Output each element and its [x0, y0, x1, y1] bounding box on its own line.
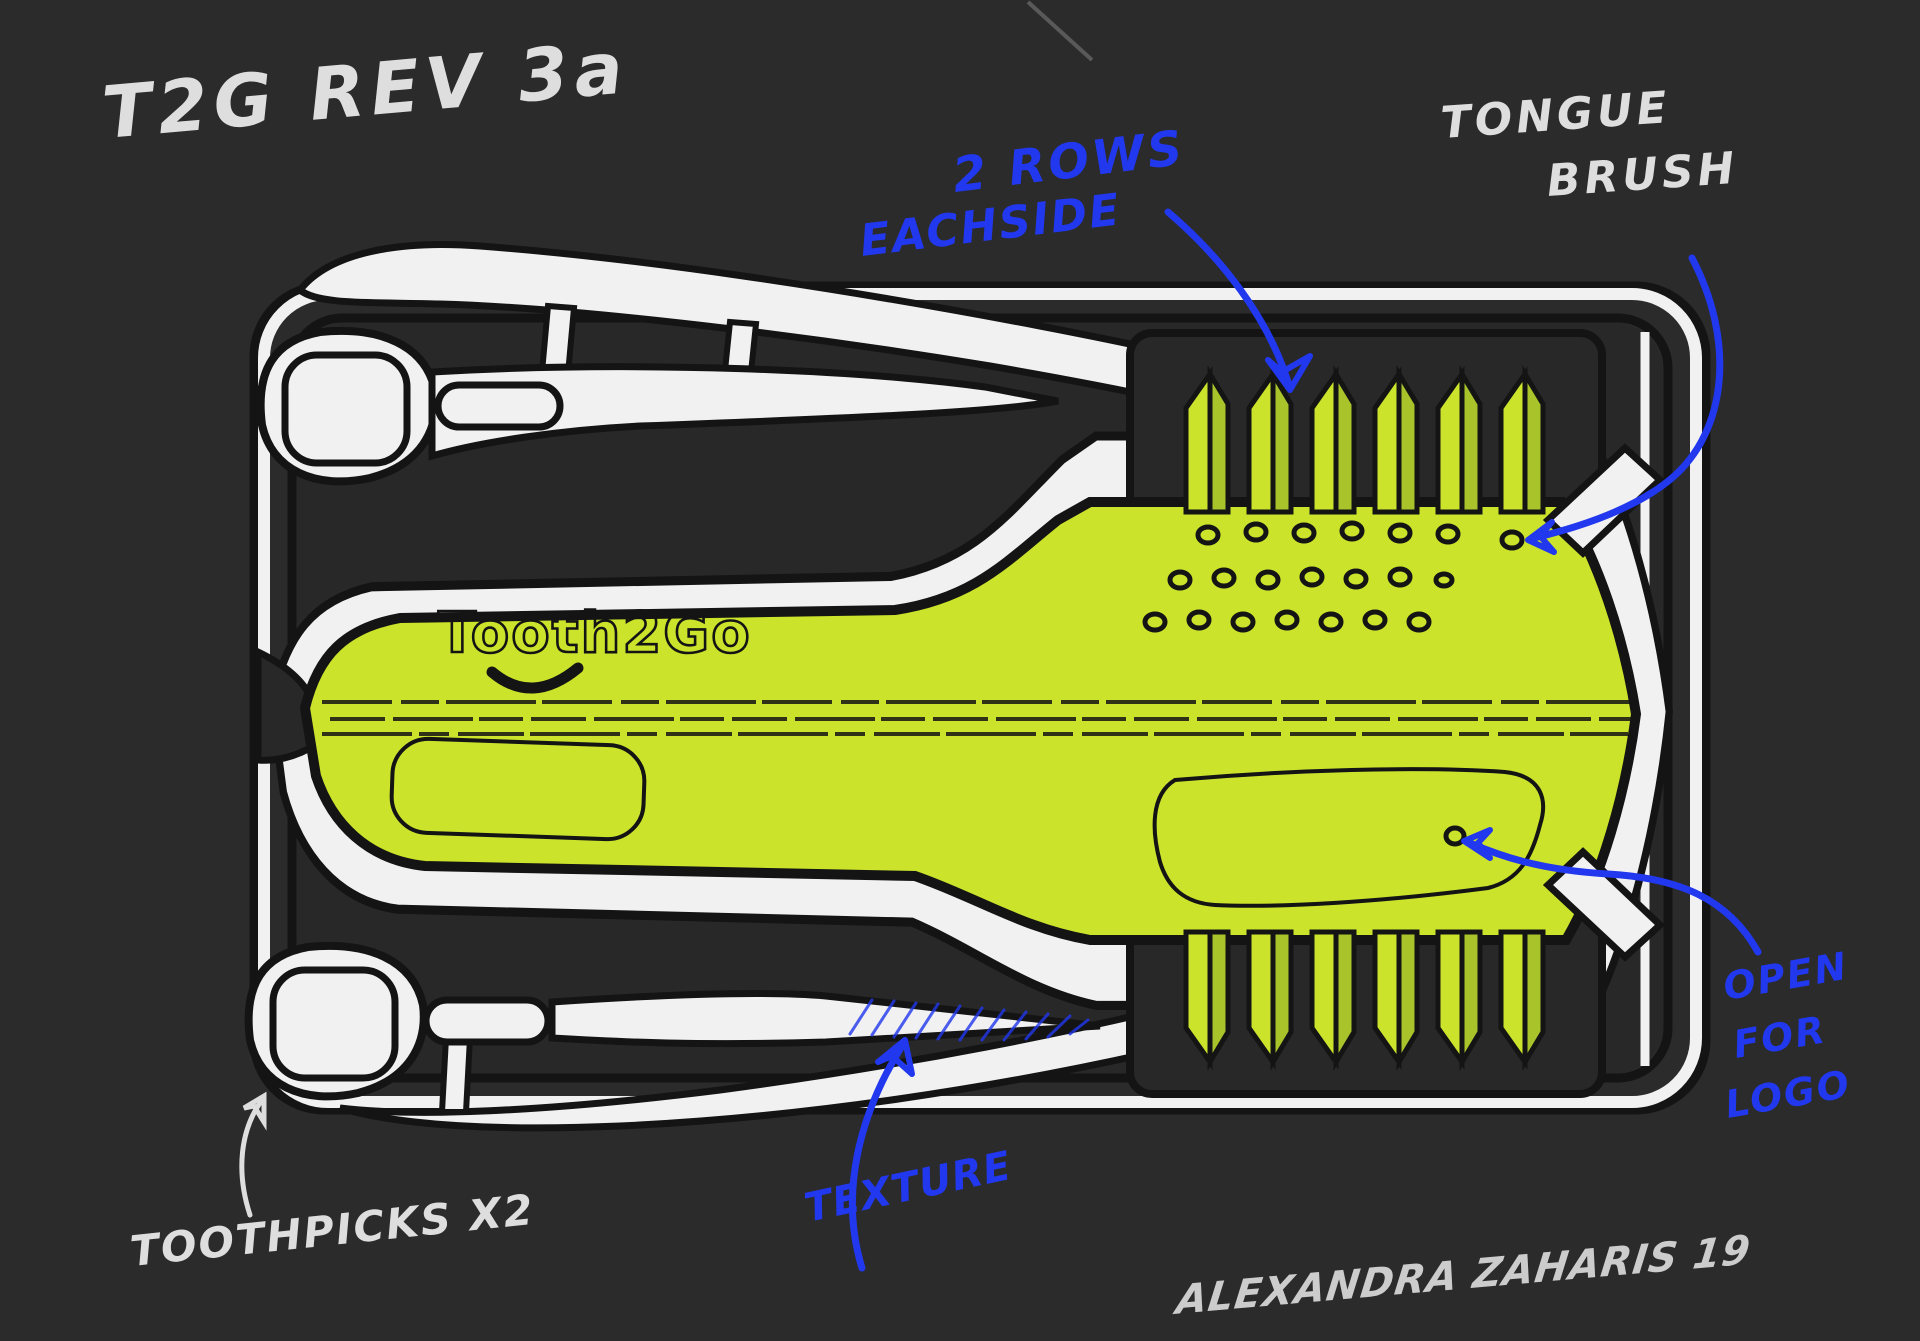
brush-logo-smile: [486, 662, 584, 694]
toothpick-top-shaft: [428, 363, 1059, 461]
toothpick-bottom-slot: [422, 996, 552, 1046]
scratch-mark: [1026, 0, 1094, 62]
open-logo-arrowhead-icon: [1461, 827, 1493, 861]
toothpick-bottom-handle: [244, 942, 428, 1101]
annotation-texture: TEXTURE: [801, 1143, 1016, 1232]
grip-recess-left: [389, 736, 647, 842]
annotation-open-line2: FOR: [1730, 1007, 1830, 1067]
grip-recess-right: [1152, 767, 1545, 908]
tongue-arrow: [1530, 254, 1724, 542]
texture-arrow: [849, 1042, 906, 1272]
tongue-arrowhead-icon: [1525, 519, 1557, 555]
annotation-open-line3: LOGO: [1722, 1062, 1854, 1127]
bristle-pleats-bottom: [1183, 929, 1546, 1072]
annotation-open-line1: OPEN: [1720, 944, 1852, 1009]
tongue-scraper-dots: [1142, 520, 1525, 633]
case-outer-ink: [249, 281, 1711, 1115]
texture-hatching: [848, 998, 1090, 1042]
latch-lower: [1542, 847, 1666, 962]
brush-logo: Tooth2Go: [437, 600, 752, 694]
designer-signature: ALEXANDRA ZAHARIS 19: [1171, 1226, 1754, 1325]
parting-lines: [322, 700, 1636, 736]
logo-target-dot: [1443, 825, 1467, 847]
bristle-pleats-top: [1183, 364, 1546, 515]
brush-logo-text: Tooth2Go: [438, 601, 752, 666]
pen-arrows: [849, 208, 1762, 1272]
rows-arrow: [1164, 208, 1292, 386]
tongue-brush-target-dot: [1499, 529, 1525, 551]
title-rev-label: T2G REV 3a: [99, 25, 632, 155]
toothpicks-arrowhead-icon: [242, 1091, 267, 1131]
toothpick-top-slot: [434, 381, 564, 431]
toothpick-top-handle-recess: [281, 351, 411, 467]
toothpick-bottom-handle-recess: [269, 966, 399, 1082]
texture-arrowhead-icon: [875, 1037, 915, 1077]
open-logo-arrow: [1466, 839, 1762, 956]
rows-arrowhead-icon: [1265, 353, 1313, 393]
annotation-tongue-line1: TONGUE: [1439, 82, 1672, 149]
toothpick-top: [256, 241, 1347, 486]
toothpick-bottom-link: [438, 1035, 474, 1115]
annotation-toothpicks: TOOTHPICKS X2: [128, 1185, 537, 1276]
annotation-tongue-line2: BRUSH: [1545, 143, 1740, 207]
